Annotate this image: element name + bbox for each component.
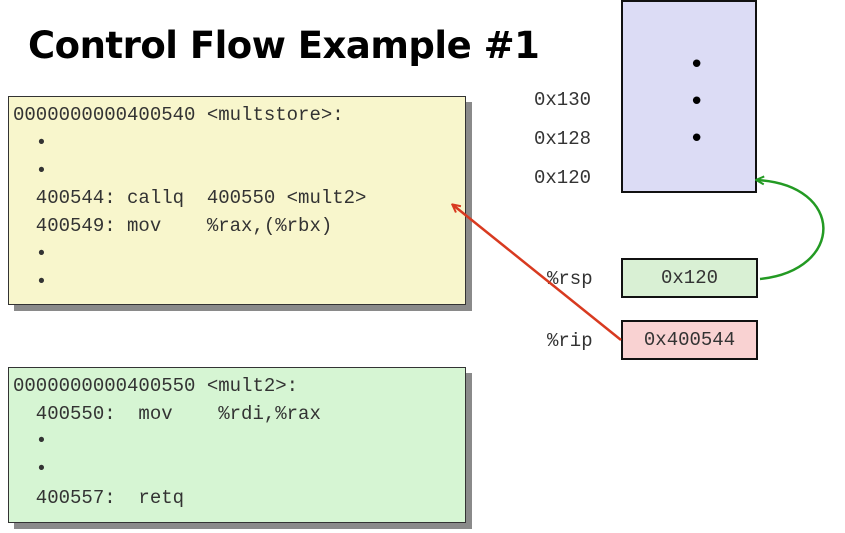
stack-memory: • • • [621,0,757,193]
code-block-multstore: 0000000000400540 <multstore>: • • 400544… [8,96,466,305]
code-line: 400544: callq 400550 <mult2> [13,187,367,209]
rip-pointer-arrow [453,205,622,341]
register-label-rip: %rip [547,330,593,352]
code-line: 400550: mov %rdi,%rax [13,403,321,425]
code-line: 400557: retq [13,487,185,509]
register-rsp-value: 0x120 [621,258,758,298]
ellipsis-dot: • [689,50,705,80]
code-line: 0000000000400540 <multstore>: [13,104,344,126]
rsp-pointer-arrow [757,180,825,281]
code-line: 400549: mov %rax,(%rbx) [13,215,333,237]
register-rip-value: 0x400544 [621,320,758,360]
slide-title: Control Flow Example #1 [28,24,540,67]
code-line: • [13,243,48,265]
register-label-rsp: %rsp [547,268,593,290]
code-line: • [13,160,48,182]
stack-address-label: 0x120 [534,167,592,189]
code-block-mult2: 0000000000400550 <mult2>: 400550: mov %r… [8,367,466,523]
code-line: 0000000000400550 <mult2>: [13,375,299,397]
stack-address-label: 0x128 [534,128,592,150]
code-line: • [13,430,48,452]
code-line: • [13,132,48,154]
ellipsis-dot: • [689,87,705,117]
code-line: • [13,271,48,293]
ellipsis-dot: • [689,124,705,154]
stack-address-label: 0x130 [534,89,592,111]
code-line: • [13,458,48,480]
